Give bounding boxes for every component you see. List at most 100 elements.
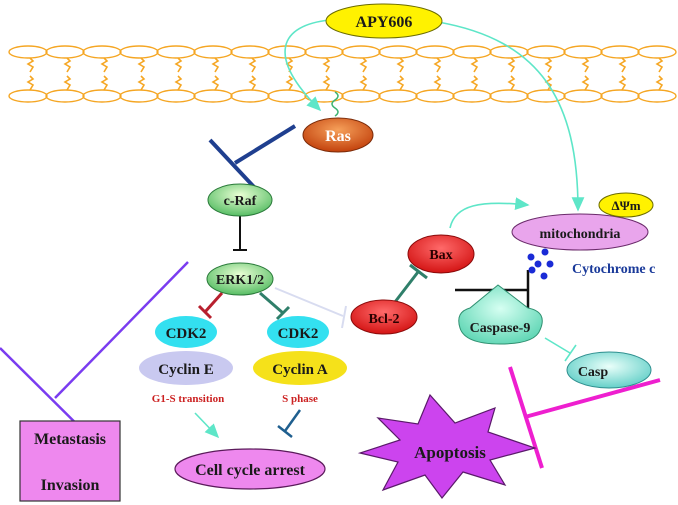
caspase3-node[interactable]: Casp — [566, 351, 652, 389]
lipid-tail — [618, 57, 627, 73]
lipid-tail — [618, 75, 627, 91]
cdk2-e-label: CDK2 — [166, 326, 207, 342]
erk-inhibits-cdk2a-stem — [259, 291, 284, 315]
lipid-head — [8, 89, 48, 103]
apy-to-mito-arrow — [437, 21, 585, 212]
lipid-tail — [507, 57, 516, 73]
lipid-tail — [359, 57, 368, 73]
cdk2-cyclin-a-node[interactable]: CDK2 Cyclin A — [253, 316, 347, 385]
ras-inhibits-craf-stem — [233, 124, 297, 165]
mitochondria-node[interactable]: mitochondria — [511, 213, 649, 251]
erk-node[interactable]: ERK1/2 — [206, 262, 274, 296]
lipid-head — [563, 45, 603, 59]
erk-inhibits-bcl2-stem — [274, 287, 344, 317]
membrane-bottom-leaflet — [8, 89, 677, 103]
cytochrome-c-dots — [527, 248, 554, 280]
apoptosis-label: Apoptosis — [414, 443, 486, 462]
apy606-node[interactable]: APY606 — [325, 3, 443, 39]
cdk2-a-label: CDK2 — [278, 326, 319, 342]
dpsim-label: ΔΨm — [611, 198, 640, 213]
apoptosis-node[interactable]: Apoptosis — [357, 393, 538, 499]
cyclin-e-label: Cyclin E — [158, 362, 213, 378]
lipid-head — [82, 89, 122, 103]
erk-inhibits-bcl2-bar — [341, 305, 347, 329]
metastasis-invasion-box[interactable]: Metastasis Invasion — [19, 420, 121, 502]
metastasis-label: Metastasis — [34, 431, 106, 448]
lipid-tail — [655, 57, 664, 73]
lipid-tail — [174, 75, 183, 91]
lipid-head — [119, 89, 159, 103]
cdk2-cyclin-e-node[interactable]: CDK2 Cyclin E — [139, 316, 233, 385]
lipid-tail — [544, 57, 553, 73]
cell-cycle-arrest-node[interactable]: Cell cycle arrest — [174, 448, 326, 490]
membrane-potential-node[interactable]: ΔΨm — [598, 192, 654, 218]
lipid-tail — [137, 57, 146, 73]
lipid-tail — [26, 57, 35, 73]
lipid-tail — [655, 75, 664, 91]
bcl2-inhibits-bax-bar — [409, 263, 428, 280]
lipid-head — [119, 45, 159, 59]
g1s-to-arrest-arrow — [194, 412, 220, 439]
lipid-head — [452, 45, 492, 59]
lipid-head — [415, 45, 455, 59]
cyclin-a-label: Cyclin A — [272, 362, 328, 378]
lipid-head — [230, 89, 270, 103]
lipid-tail — [396, 75, 405, 91]
ras-inhibits-craf-bar — [208, 138, 257, 190]
apy606-label: APY606 — [356, 14, 413, 31]
lipid-tail — [211, 57, 220, 73]
lipid-tail — [248, 75, 257, 91]
erk-inhibits-cdk2e-bar — [197, 304, 213, 320]
sphase-label: S phase — [282, 393, 318, 405]
lipid-head — [489, 45, 529, 59]
lipid-head — [378, 45, 418, 59]
lipid-head — [304, 45, 344, 59]
lipid-tail — [433, 57, 442, 73]
lipid-head — [193, 89, 233, 103]
membrane-lipid-tails — [26, 57, 664, 91]
lipid-tail — [396, 57, 405, 73]
ras-label: Ras — [325, 128, 351, 145]
lipid-tail — [285, 75, 294, 91]
lipid-head — [230, 45, 270, 59]
lipid-tail — [137, 75, 146, 91]
lipid-tail — [211, 75, 220, 91]
lipid-head — [526, 45, 566, 59]
casp9-to-casp3-stem — [544, 337, 571, 354]
lipid-head — [452, 89, 492, 103]
craf-label: c-Raf — [224, 194, 257, 209]
sphase-inhibits-arrest-bar — [277, 425, 293, 438]
bax-node[interactable]: Bax — [407, 234, 475, 274]
apy-to-ras-arrow — [284, 19, 331, 112]
lipid-head — [563, 89, 603, 103]
bcl2-node[interactable]: Bcl-2 — [350, 299, 418, 335]
casp9-to-casp3-bar — [564, 344, 577, 362]
lipid-tail — [433, 75, 442, 91]
craf-node[interactable]: c-Raf — [207, 183, 273, 217]
lipid-tail — [100, 75, 109, 91]
lipid-head — [637, 89, 677, 103]
lipid-tail — [174, 57, 183, 73]
lipid-head — [637, 45, 677, 59]
lipid-head — [193, 45, 233, 59]
lipid-tail — [63, 57, 72, 73]
casp3-to-apoptosis-stem — [524, 378, 661, 419]
caspase9-node[interactable]: Caspase-9 — [458, 284, 543, 345]
cell-cycle-arrest-label: Cell cycle arrest — [195, 462, 306, 479]
lipid-tail — [63, 75, 72, 91]
lipid-head — [267, 89, 307, 103]
lipid-head — [600, 45, 640, 59]
ras-node[interactable]: Ras — [302, 117, 374, 153]
ras-membrane-anchor — [331, 91, 339, 117]
erk-inhibits-cdk2a-bar — [275, 305, 291, 321]
cell-membrane — [8, 45, 677, 103]
lipid-tail — [322, 57, 331, 73]
caspase3-label: Casp — [578, 365, 609, 380]
lipid-tail — [507, 75, 516, 91]
lipid-head — [415, 89, 455, 103]
erk-inhibits-cdk2e-stem — [203, 291, 224, 314]
mitochondria-label: mitochondria — [540, 227, 621, 242]
membrane-top-leaflet — [8, 45, 677, 59]
lipid-head — [378, 89, 418, 103]
